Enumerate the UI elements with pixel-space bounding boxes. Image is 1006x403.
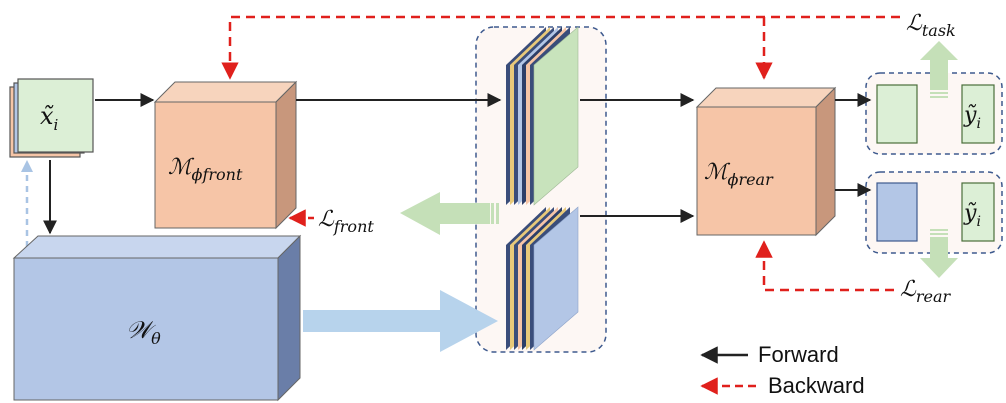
rear-model-cube <box>695 86 837 237</box>
legend-backward-label: Backward <box>768 373 865 398</box>
output-top-label: ỹi <box>963 103 981 132</box>
feature-stack-top <box>506 26 579 206</box>
feature-stack-bottom <box>506 206 579 351</box>
front-model-cube <box>153 80 298 230</box>
output-bottom-label: ỹi <box>963 201 981 230</box>
legend: Forward Backward <box>700 342 865 398</box>
loss-front-label: ℒfront <box>318 207 374 236</box>
output-bottom-feature-block <box>876 182 918 242</box>
input-label: x̃i <box>40 102 59 134</box>
green-down-arrow-icon <box>920 229 958 278</box>
green-up-arrow-icon <box>920 41 958 98</box>
backward-path-task <box>221 15 900 80</box>
loss-task-label: ℒtask <box>906 11 956 40</box>
output-top-feature-block <box>876 84 918 144</box>
legend-forward-label: Forward <box>758 342 839 367</box>
wm-model-box <box>12 234 302 402</box>
rear-model-label: ℳϕrear <box>704 160 774 189</box>
green-left-arrow-icon <box>400 192 499 235</box>
blue-right-arrow-icon <box>303 290 498 352</box>
wm-to-input-arrowhead <box>21 160 33 172</box>
loss-rear-label: ℒrear <box>900 277 952 306</box>
input-stack <box>9 78 94 158</box>
output-bottom-label-box <box>961 182 995 242</box>
output-top-label-box <box>961 84 995 144</box>
front-model-label: ℳϕfront <box>168 155 243 184</box>
